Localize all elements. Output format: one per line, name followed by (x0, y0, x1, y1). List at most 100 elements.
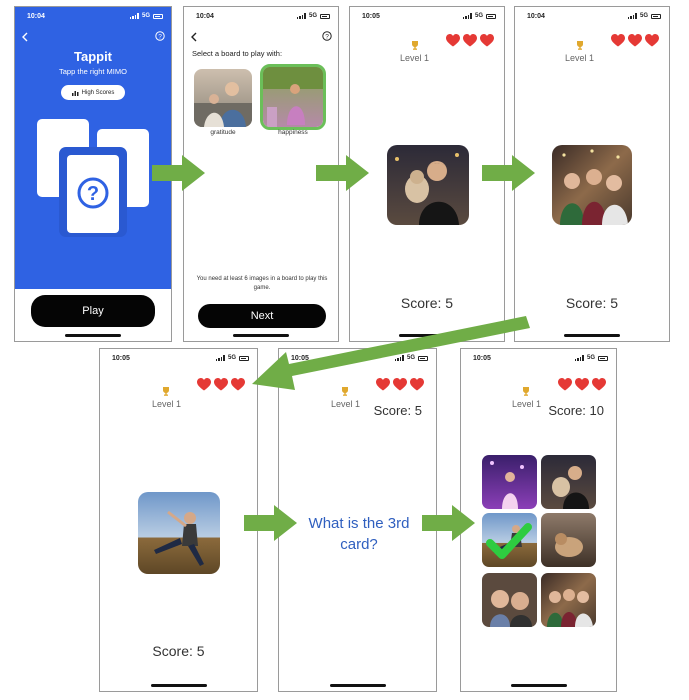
photo-three-friends (552, 145, 632, 225)
heart-icon (558, 378, 572, 391)
lives-hearts (197, 378, 245, 391)
lives-hearts (558, 378, 606, 391)
photo-woman-leaping (138, 492, 220, 574)
lives-hearts (446, 34, 494, 47)
flow-arrow-5-icon (422, 505, 475, 541)
level-label: Level 1 (512, 399, 542, 409)
board-happiness[interactable] (260, 64, 326, 130)
network-label: 5G (308, 13, 317, 19)
status-time: 10:04 (527, 13, 545, 20)
network-label: 5G (639, 13, 648, 19)
heart-icon (575, 378, 589, 391)
score-label: Score: 5 (565, 295, 619, 311)
battery-icon (320, 13, 330, 19)
home-indicator (510, 684, 567, 687)
network-label: 5G (474, 13, 483, 19)
next-button[interactable]: Next (198, 304, 326, 328)
board-gratitude-label: gratitude (210, 129, 236, 136)
lives-hearts (611, 34, 659, 47)
phone-game-card-3: 10:05 5G Level 1 Score: 5 (99, 348, 258, 692)
status-time: 10:05 (291, 355, 309, 362)
board-gratitude[interactable] (194, 69, 252, 127)
heart-icon (480, 34, 494, 47)
status-time: 10:05 (112, 355, 130, 362)
play-button[interactable]: Play (31, 295, 155, 327)
next-label: Next (250, 310, 274, 322)
signal-icon (296, 13, 306, 19)
score-label: Score: 5 (373, 403, 422, 418)
network-label: 5G (406, 355, 415, 361)
trophy-icon (577, 41, 583, 50)
svg-text:?: ? (158, 33, 162, 40)
tile-selfie-photo (482, 573, 537, 627)
status-bar: 10:04 5G (15, 7, 171, 25)
status-bar: 10:04 5G (515, 7, 669, 25)
bar-chart-icon (71, 90, 79, 96)
trophy-icon (412, 41, 418, 50)
help-circle-icon[interactable]: ? (322, 31, 332, 41)
question-mark-icon: ? (77, 177, 109, 209)
level-label: Level 1 (400, 53, 430, 63)
home-indicator (399, 334, 455, 337)
network-label: 5G (141, 13, 150, 19)
signal-icon (394, 355, 404, 361)
battery-icon (418, 355, 428, 361)
high-scores-label: High Scores (81, 89, 115, 96)
status-time: 10:04 (27, 13, 45, 20)
trophy-icon (163, 387, 169, 396)
heart-icon (611, 34, 625, 47)
phone-answer-grid: 10:05 5G Level 1 Score: 10 (460, 348, 617, 692)
score-label: Score: 10 (548, 403, 604, 418)
status-bar: 10:05 5G (279, 349, 436, 367)
heart-icon (446, 34, 460, 47)
board-gratitude-photo (194, 69, 252, 127)
app-subtitle: Tapp the right MIMO (59, 67, 127, 76)
home-indicator (329, 684, 386, 687)
high-scores-button[interactable]: High Scores (61, 85, 125, 100)
answer-tile-4[interactable] (541, 513, 596, 567)
status-bar: 10:04 5G (184, 7, 338, 25)
home-indicator (150, 684, 207, 687)
flow-arrow-1-icon (152, 155, 205, 191)
battery-icon (486, 13, 496, 19)
heart-icon (197, 378, 211, 391)
heart-icon (592, 378, 606, 391)
signal-icon (462, 13, 472, 19)
network-label: 5G (227, 355, 236, 361)
board-happiness-photo (263, 67, 323, 127)
back-chevron-icon[interactable] (21, 32, 29, 42)
answer-tile-6[interactable] (541, 573, 596, 627)
minimum-images-notice: You need at least 6 images in a board to… (196, 276, 328, 291)
front-card (67, 155, 119, 233)
select-board-prompt: Select a board to play with: (192, 49, 283, 58)
signal-icon (574, 355, 584, 361)
level-label: Level 1 (331, 399, 361, 409)
status-time: 10:05 (362, 13, 380, 20)
checkmark-icon (486, 523, 532, 559)
home-indicator (233, 334, 289, 337)
battery-icon (598, 355, 608, 361)
answer-tile-1[interactable] (482, 455, 537, 509)
board-happiness-label: happiness (278, 129, 308, 136)
svg-text:?: ? (87, 183, 99, 205)
battery-icon (239, 355, 249, 361)
level-label: Level 1 (152, 399, 182, 409)
level-label: Level 1 (565, 53, 595, 63)
heart-icon (628, 34, 642, 47)
tile-indoor-dog-photo (541, 513, 596, 567)
memory-card-photo[interactable] (387, 145, 469, 225)
answer-tile-3-correct[interactable] (482, 513, 537, 567)
back-chevron-icon[interactable] (190, 32, 198, 42)
answer-tile-5[interactable] (482, 573, 537, 627)
battery-icon (651, 13, 661, 19)
memory-card-photo[interactable] (552, 145, 632, 225)
tile-party-photo (541, 573, 596, 627)
heart-icon (463, 34, 477, 47)
heart-icon (231, 378, 245, 391)
question-text: What is the 3rd card? (308, 515, 410, 553)
tile-concert-photo (482, 455, 537, 509)
status-time: 10:05 (473, 355, 491, 362)
memory-card-photo[interactable] (138, 492, 220, 574)
answer-tile-2[interactable] (541, 455, 596, 509)
help-circle-icon[interactable]: ? (155, 31, 165, 41)
